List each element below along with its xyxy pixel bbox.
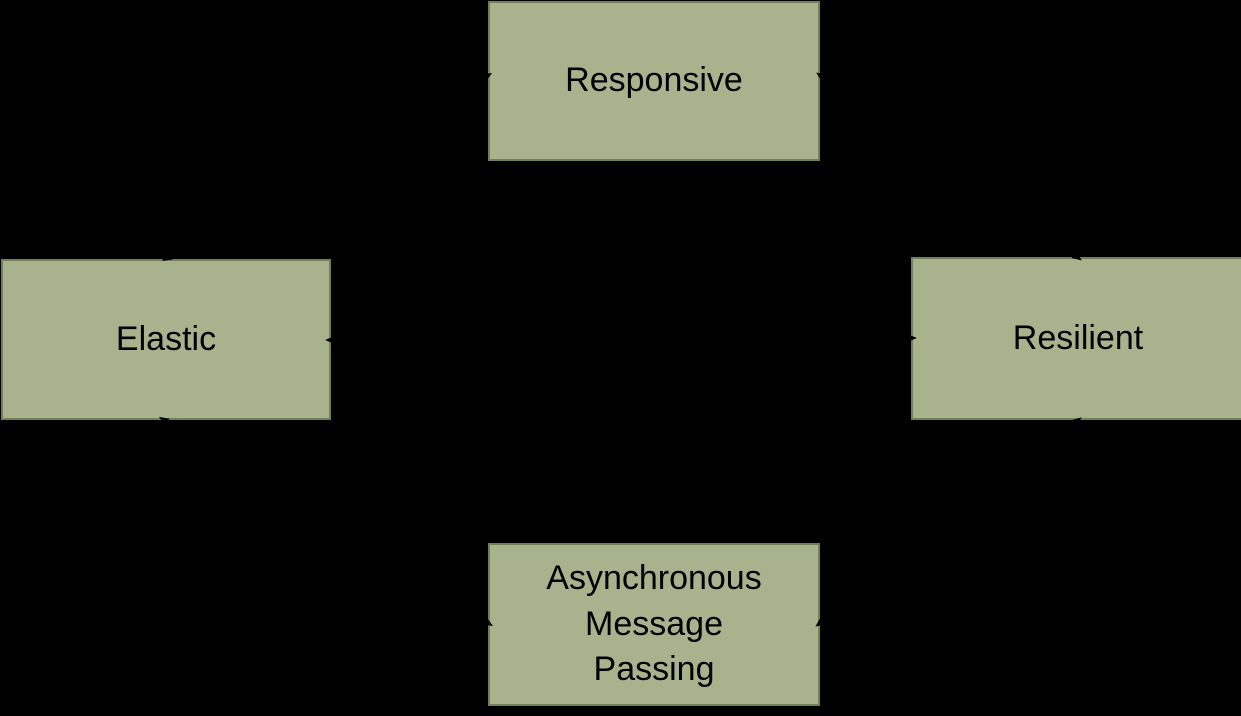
edge-elastic-message-passing: [158, 416, 494, 627]
edge-elastic-resilient: [325, 334, 917, 344]
edge-elastic-responsive: [161, 73, 493, 261]
node-responsive: Responsive: [488, 1, 820, 161]
node-responsive-label: Responsive: [565, 61, 743, 100]
node-asynchronous-message-passing-label: Asynchronous Message Passing: [546, 558, 762, 689]
node-elastic-label: Elastic: [115, 319, 217, 358]
edge-resilient-message-passing: [815, 417, 1082, 627]
node-elastic: Elastic: [1, 259, 331, 420]
edge-responsive-resilient: [816, 72, 1082, 261]
node-resilient: Resilient: [911, 257, 1241, 420]
node-resilient-label: Resilient: [1012, 318, 1144, 357]
node-asynchronous-message-passing: Asynchronous Message Passing: [488, 543, 820, 706]
